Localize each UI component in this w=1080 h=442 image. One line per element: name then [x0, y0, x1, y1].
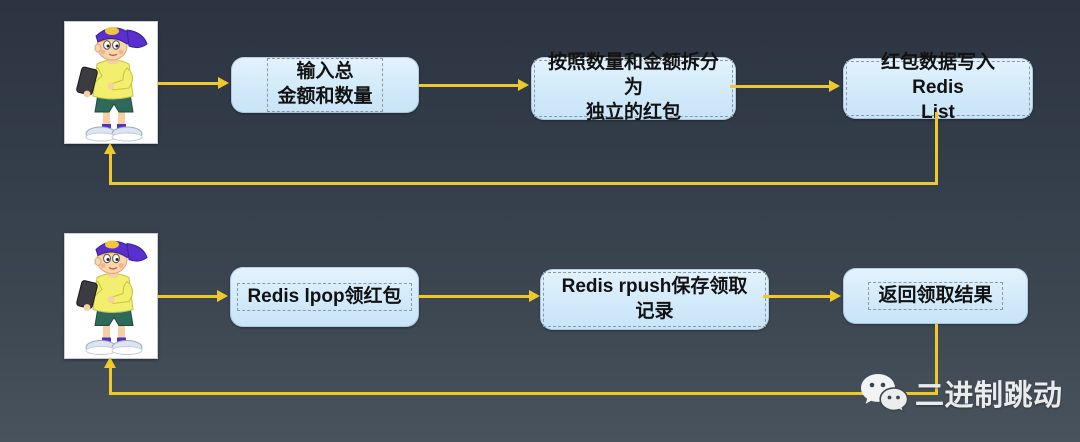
arrowhead-up-icon [104, 143, 116, 154]
arrowhead-right-icon [529, 290, 540, 302]
step-write-redis: 红包数据写入Redis List [843, 52, 1033, 123]
step-label-line: 返回领取结果 [878, 284, 993, 306]
arrowhead-right-icon [217, 290, 228, 302]
connector-return-top-down [935, 112, 938, 185]
step-label-line: 按照数量和金额拆分为 [547, 52, 719, 99]
connector-return-top-horizontal [109, 182, 938, 185]
step-label-box: 返回领取结果 [868, 281, 1003, 311]
step-label-line: Redis lpop领红包 [247, 285, 402, 307]
connector-split-to-write [730, 85, 830, 88]
step-label-box: Redis lpop领红包 [237, 282, 412, 312]
step-return-result: 返回领取结果 [843, 268, 1028, 324]
connector-return-bottom-up [109, 366, 112, 395]
actor-user-bottom [64, 233, 158, 359]
brand-watermark: 二进制跳动 [854, 368, 1063, 418]
step-enter-amount: 输入总 金额和数量 [231, 57, 419, 113]
connector-lpop-to-rpush [419, 295, 530, 298]
connector-return-bottom-down [935, 324, 938, 395]
connector-return-bottom-horizontal [109, 392, 938, 395]
connector-user-to-enter [158, 82, 220, 85]
step-label-line: List [921, 101, 955, 123]
step-lpop-grab: Redis lpop领红包 [230, 267, 419, 327]
brand-name: 二进制跳动 [915, 380, 1063, 412]
step-label-line: 独立的红包 [585, 101, 681, 123]
step-label-line: 输入总 [296, 61, 354, 83]
boy-with-tablet-illustration [76, 240, 148, 355]
connector-rpush-to-result [763, 295, 832, 298]
connector-user-to-lpop [158, 295, 219, 298]
arrowhead-up-icon [104, 357, 116, 368]
step-label-line: 金额和数量 [277, 86, 373, 107]
step-label-line: Redis rpush保存领取记录 [561, 275, 748, 322]
step-label-box: 按照数量和金额拆分为 独立的红包 [534, 52, 733, 123]
arrowhead-right-icon [518, 79, 529, 91]
step-label-box: 输入总 金额和数量 [267, 58, 383, 112]
step-label-box: Redis rpush保存领取记录 [543, 272, 766, 327]
step-rpush-record: Redis rpush保存领取记录 [540, 269, 769, 330]
step-label-box: 红包数据写入Redis List [846, 52, 1030, 123]
arrowhead-right-icon [830, 290, 841, 302]
step-label-line: 红包数据写入Redis [880, 52, 995, 99]
boy-with-tablet-illustration [76, 27, 148, 142]
arrowhead-right-icon [829, 80, 840, 92]
step-split-packets: 按照数量和金额拆分为 独立的红包 [531, 52, 736, 123]
connector-enter-to-split [419, 84, 519, 87]
actor-user-top [64, 21, 158, 144]
connector-return-top-up [109, 152, 112, 185]
wechat-icon [861, 374, 909, 414]
arrowhead-right-icon [218, 77, 229, 89]
